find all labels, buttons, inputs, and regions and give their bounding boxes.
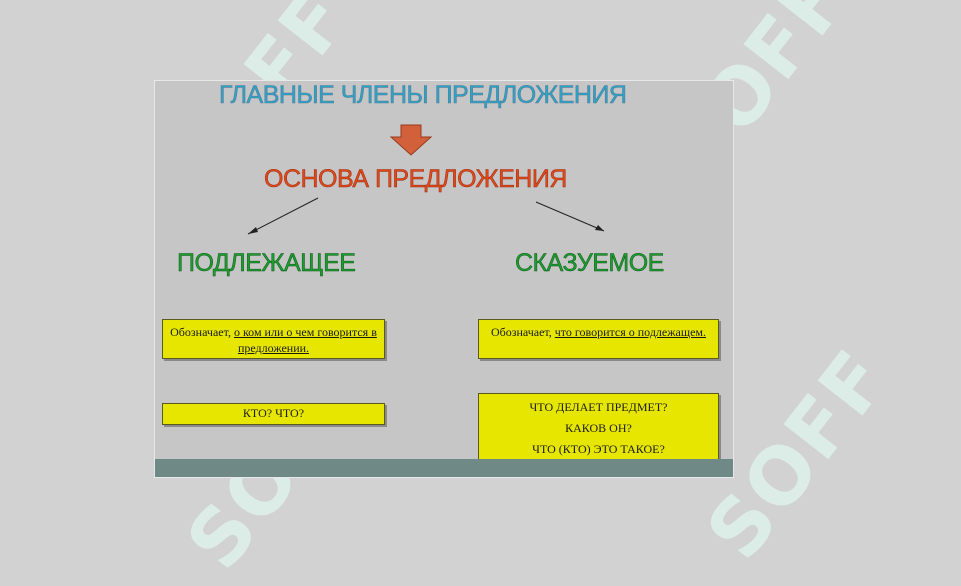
predicate-question: КАКОВ ОН? (565, 421, 632, 435)
subject-definition-prefix: Обозначает, (170, 325, 234, 339)
slide-footer-bar (155, 459, 733, 477)
predicate-definition-prefix: Обозначает, (490, 325, 555, 339)
term-subject: ПОДЛЕЖАЩЕЕ (177, 249, 356, 278)
slide: ГЛАВНЫЕ ЧЛЕНЫ ПРЕДЛОЖЕНИЯ ОСНОВА ПРЕДЛОЖ… (154, 80, 734, 478)
predicate-questions-box: ЧТО ДЕЛАЕТ ПРЕДМЕТ? КАКОВ ОН? ЧТО (КТО) … (478, 393, 719, 463)
predicate-question: ЧТО ДЕЛАЕТ ПРЕДМЕТ? (529, 400, 668, 414)
term-predicate: СКАЗУЕМОЕ (515, 249, 665, 278)
right-connector-arrow (535, 201, 605, 232)
left-connector-arrow (247, 197, 319, 235)
predicate-definition-box: Обозначает, что говорится о подлежащем. (478, 319, 719, 359)
predicate-definition-emphasis: что говорится о подлежащем. (554, 325, 707, 339)
subject-definition-emphasis: о ком или о чем говорится в предложении. (233, 325, 377, 355)
predicate-question: ЧТО (КТО) ЭТО ТАКОЕ? (532, 442, 665, 456)
diagram-arrows (247, 124, 605, 235)
slide-subtitle: ОСНОВА ПРЕДЛОЖЕНИЯ (264, 165, 568, 194)
down-arrow-icon (389, 124, 433, 156)
subject-questions-box: КТО? ЧТО? (162, 403, 385, 425)
subject-definition-box: Обозначает, о ком или о чем говорится в … (162, 319, 385, 359)
slide-title: ГЛАВНЫЕ ЧЛЕНЫ ПРЕДЛОЖЕНИЯ (219, 81, 628, 109)
